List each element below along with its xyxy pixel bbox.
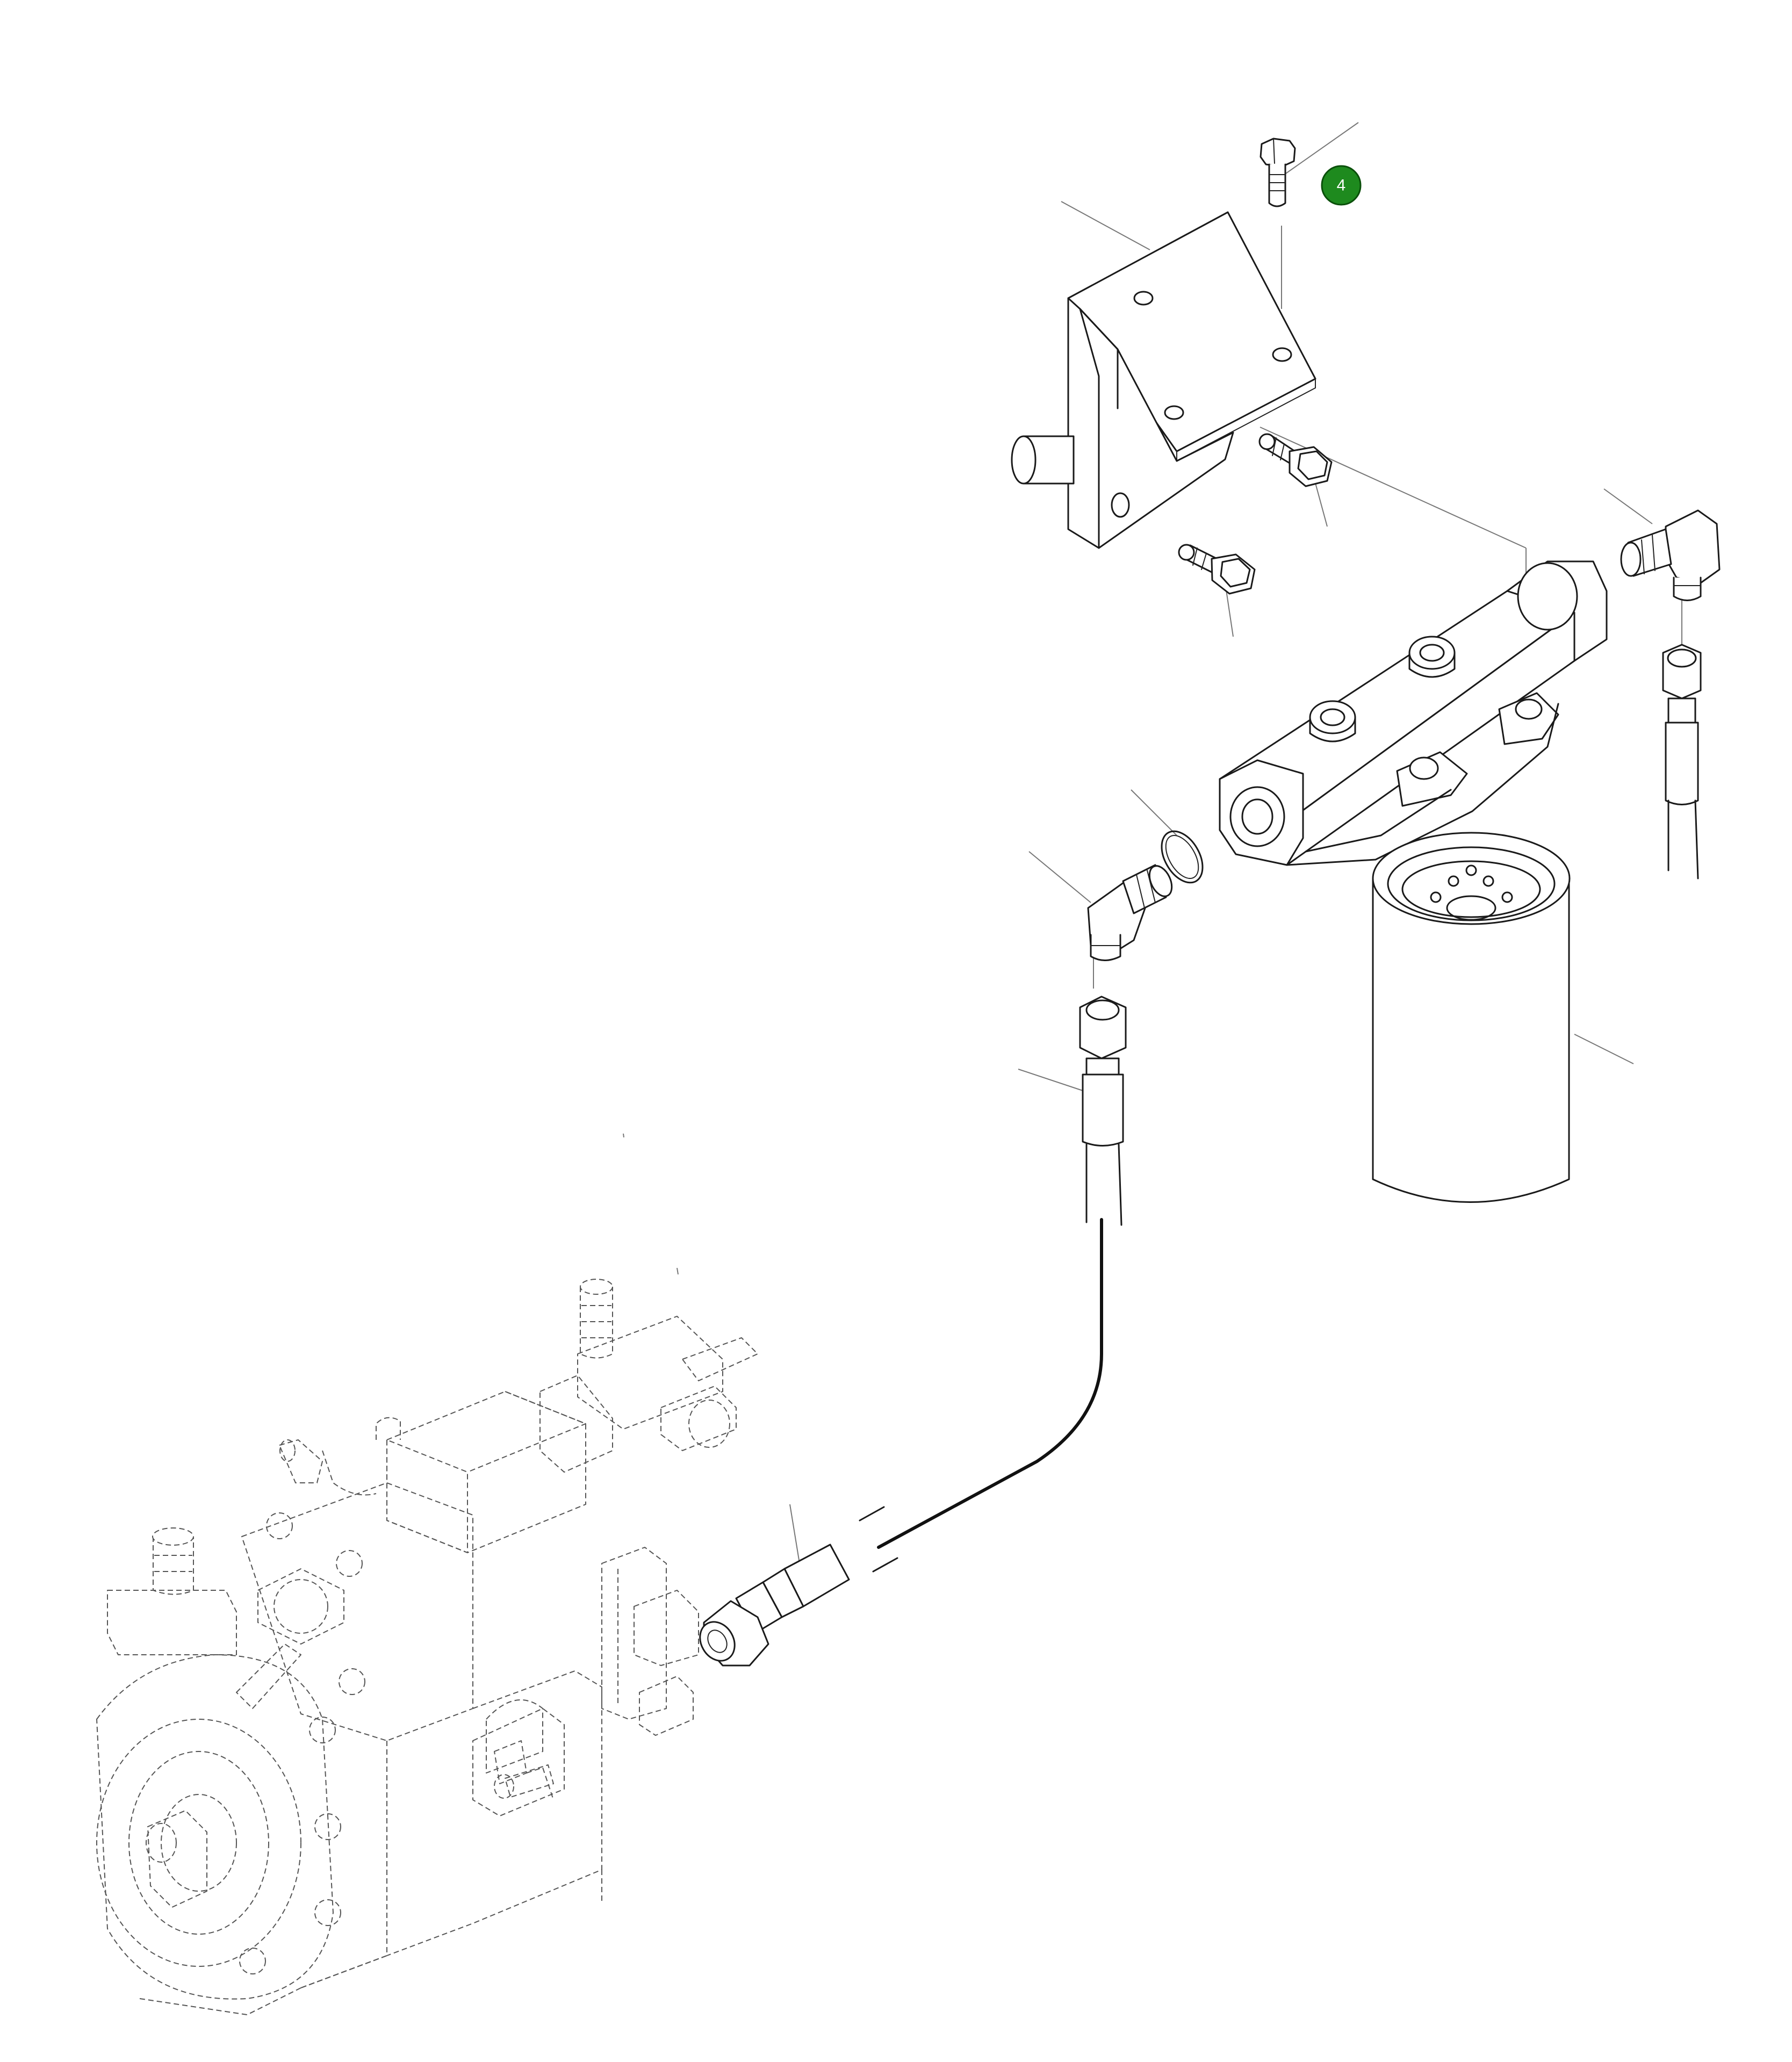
injection-pump [96,1279,758,2015]
o-ring[interactable] [1153,824,1211,890]
hose-left[interactable] [693,996,1127,1667]
filter-head[interactable] [1219,560,1608,866]
hose-right[interactable] [1662,644,1702,879]
flange-bolt-upper[interactable] [1258,433,1333,487]
hex-bolt-top[interactable] [1260,138,1296,207]
callout-label: 4 [1337,177,1346,194]
filter-cartridge[interactable] [1372,832,1571,1203]
stray-marks [623,1133,679,1275]
elbow-fitting-left[interactable] [1087,862,1176,961]
mounting-bracket[interactable] [1011,211,1316,549]
flange-bolt-lower[interactable] [1178,544,1256,595]
elbow-fitting-right[interactable] [1620,509,1721,601]
callout-4[interactable]: 4 [1321,165,1362,206]
